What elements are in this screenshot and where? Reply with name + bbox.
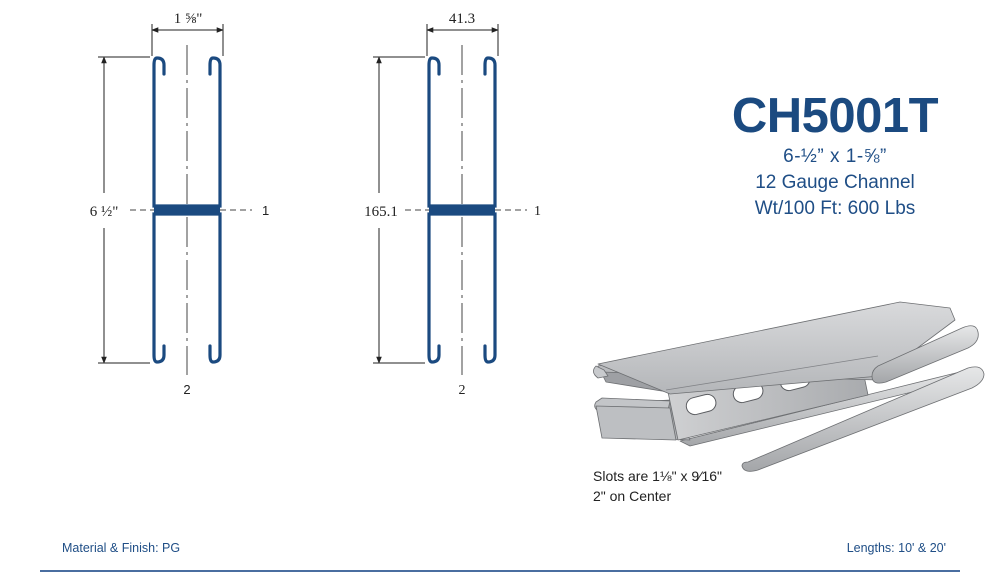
lengths: Lengths: 10' & 20': [846, 541, 946, 555]
slot-note-spacing: 2" on Center: [593, 488, 672, 504]
welded-webs: [429, 206, 495, 214]
spec-weight: Wt/100 Ft: 600 Lbs: [754, 198, 916, 219]
slot-note-size: Slots are 1⅛" x 9⁄16": [593, 468, 723, 484]
axis-1-label: 1: [262, 203, 269, 218]
axis-1-label: 1: [534, 204, 541, 219]
spec-block: CH5001T 6-½” x 1-⅝” 12 Gauge Channel Wt/…: [700, 88, 970, 222]
material-finish: Material & Finish: PG: [62, 541, 181, 555]
slot-1: [685, 393, 717, 416]
width-label: 1 ⅝": [174, 11, 203, 27]
height-label: 6 ½": [90, 204, 119, 220]
channel-3d-view: [593, 301, 985, 472]
width-label: 41.3: [449, 11, 475, 27]
height-label: 165.1: [364, 204, 398, 220]
product-code: CH5001T: [731, 89, 939, 143]
welded-webs: [154, 206, 220, 214]
spec-gauge: 12 Gauge Channel: [755, 172, 915, 193]
slot-note: Slots are 1⅛" x 9⁄16" 2" on Center: [593, 466, 722, 506]
axis-2-label: 2: [459, 383, 466, 398]
metric-profile: 41.3 165.1 1 2: [364, 11, 541, 398]
footer-divider: [40, 570, 960, 572]
spec-dimensions: 6-½” x 1-⅝”: [783, 146, 887, 167]
imperial-profile: 1 ⅝" 6 ½" 1 2: [90, 11, 270, 397]
axis-2-label: 2: [183, 382, 190, 397]
